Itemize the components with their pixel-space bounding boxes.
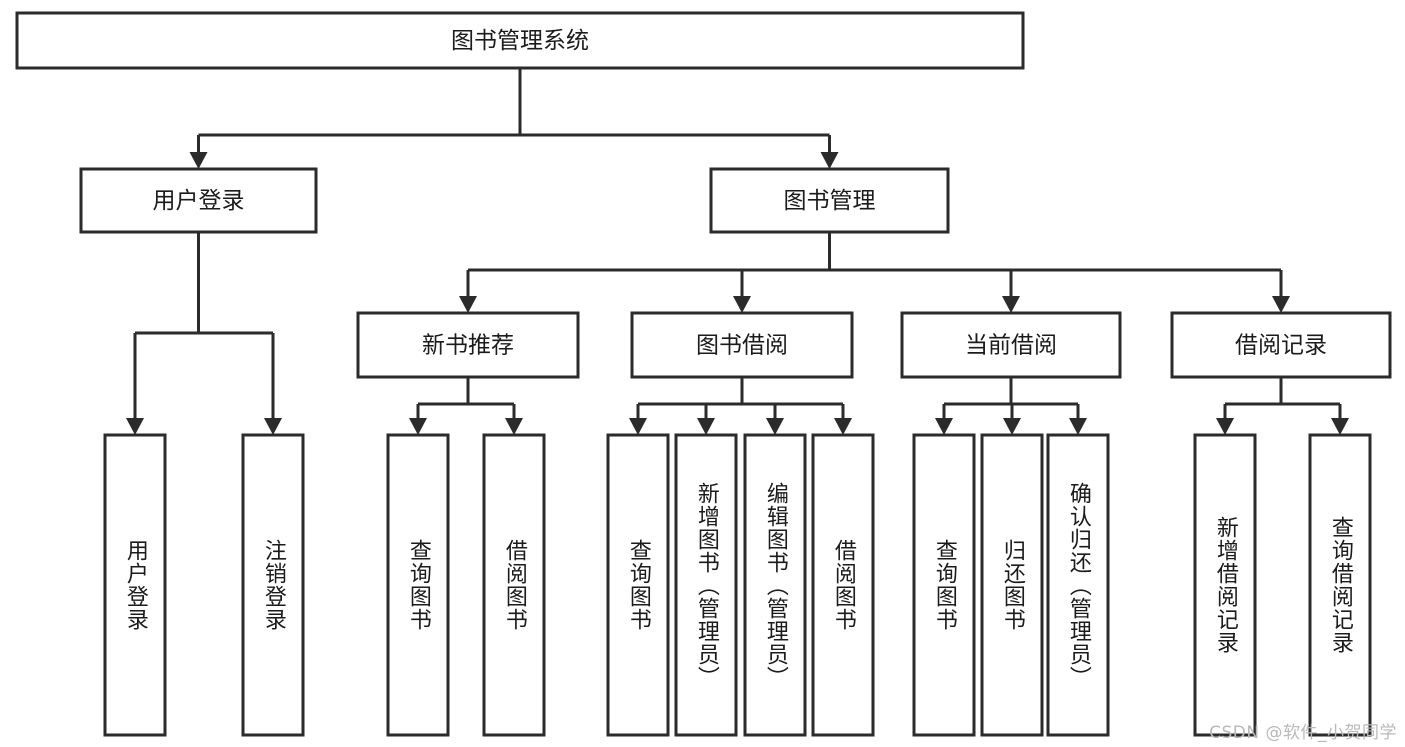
arrow-head-icon [1003,418,1021,435]
arrow-head-icon [264,418,282,435]
node-label-book-management: 图书管理 [784,188,876,214]
arrow-head-icon [1216,418,1234,435]
node-box-book-management[interactable] [709,167,950,234]
connectors-layer [126,68,1349,435]
node-box-borrow-record[interactable] [1170,311,1392,379]
node-label-root: 图书管理系统 [451,28,589,54]
arrow-head-icon [834,418,852,435]
node-box-new-book-recommend[interactable] [356,311,580,379]
arrow-head-icon [935,418,953,435]
boxes-layer [15,11,1392,737]
arrow-head-icon [1002,296,1020,313]
arrow-head-icon [409,418,427,435]
node-box-user-login[interactable] [79,167,318,234]
node-label-new-book-recommend: 新书推荐 [422,333,514,359]
arrow-head-icon [459,296,477,313]
node-label-book-borrow: 图书借阅 [696,333,788,359]
arrow-head-icon [126,418,144,435]
node-box-root[interactable] [15,11,1025,70]
node-box-leaf-return-book[interactable] [980,433,1044,737]
node-box-leaf-edit-book-admin[interactable] [743,433,807,737]
arrow-head-icon [697,418,715,435]
node-box-current-borrow[interactable] [900,311,1122,379]
node-box-leaf-add-borrow-record[interactable] [1193,433,1257,737]
node-box-leaf-user-login[interactable] [103,433,167,737]
node-box-leaf-query-book-recommend[interactable] [386,433,450,737]
arrow-head-icon [820,152,839,169]
node-box-leaf-borrow-book[interactable] [811,433,875,737]
node-box-leaf-query-book-borrow[interactable] [606,433,670,737]
node-box-book-borrow[interactable] [630,311,854,379]
node-box-leaf-borrow-book-recommend[interactable] [482,433,546,737]
watermark-text: CSDN @软件_小贺同学 [1209,723,1397,743]
arrow-head-icon [189,152,208,169]
node-label-user-login: 用户登录 [153,188,245,214]
node-box-leaf-confirm-return-admin[interactable] [1046,433,1110,737]
arrow-head-icon [1331,418,1349,435]
node-label-current-borrow: 当前借阅 [965,333,1057,359]
arrow-head-icon [733,296,751,313]
node-label-borrow-record: 借阅记录 [1235,333,1327,359]
node-box-leaf-add-book-admin[interactable] [674,433,738,737]
arrow-head-icon [1069,418,1087,435]
arrow-head-icon [1272,296,1290,313]
node-box-leaf-user-logout[interactable] [241,433,305,737]
node-box-leaf-query-book-current[interactable] [912,433,976,737]
arrow-head-icon [505,418,523,435]
node-box-leaf-query-borrow-record[interactable] [1308,433,1372,737]
arrow-head-icon [629,418,647,435]
arrow-head-icon [766,418,784,435]
